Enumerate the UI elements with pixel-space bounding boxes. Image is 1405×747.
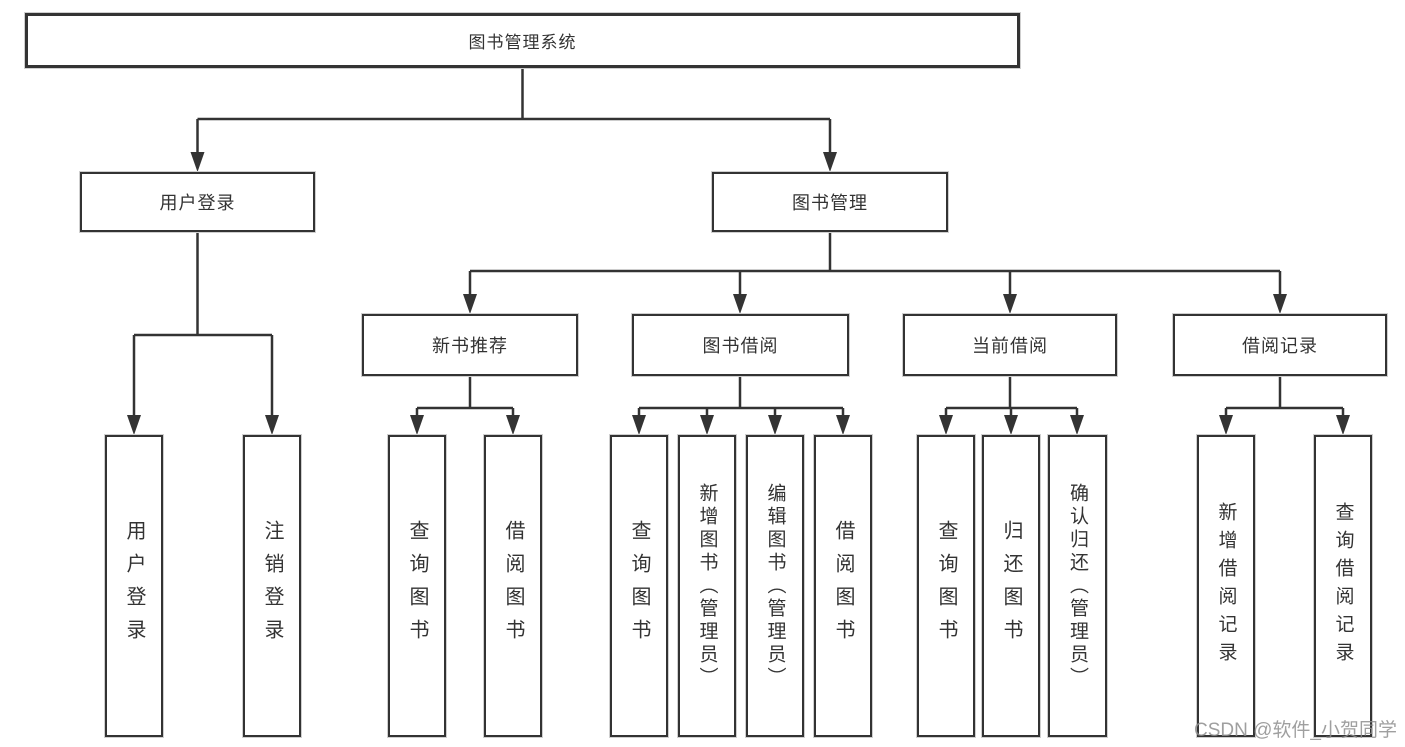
leaf-logout-label: 注销登录 <box>261 520 283 652</box>
leaf-edit-book-admin-label: 编辑图书（管理员） <box>764 482 786 690</box>
arrowheads <box>127 152 1350 435</box>
node-user-login: 用户登录 <box>80 172 315 232</box>
leaf-query-book-2-label: 查询图书 <box>628 520 650 652</box>
leaf-confirm-return-admin: 确认归还（管理员） <box>1048 435 1107 737</box>
connector-newbookrec-to-leaves <box>415 376 515 431</box>
leaf-return-book: 归还图书 <box>982 435 1040 737</box>
leaf-user-login: 用户登录 <box>105 435 163 737</box>
leaf-edit-book-admin: 编辑图书（管理员） <box>746 435 804 737</box>
leaf-logout: 注销登录 <box>243 435 301 737</box>
leaf-borrow-book-2: 借阅图书 <box>814 435 872 737</box>
node-current-borrow-label: 当前借阅 <box>972 336 1048 356</box>
leaf-borrow-book-1: 借阅图书 <box>484 435 542 737</box>
leaf-borrow-book-2-label: 借阅图书 <box>832 520 854 652</box>
leaf-add-book-admin-label: 新增图书（管理员） <box>696 482 718 690</box>
leaf-query-book-1: 查询图书 <box>388 435 446 737</box>
node-book-borrow: 图书借阅 <box>632 314 849 376</box>
connector-borrowrecord-to-leaves <box>1224 376 1345 431</box>
leaf-query-book-3: 查询图书 <box>917 435 975 737</box>
node-root: 图书管理系统 <box>25 13 1020 68</box>
leaf-query-borrow-record-label: 查询借阅记录 <box>1332 502 1354 670</box>
leaf-query-book-1-label: 查询图书 <box>406 520 428 652</box>
node-book-management: 图书管理 <box>712 172 948 232</box>
node-current-borrow: 当前借阅 <box>903 314 1117 376</box>
leaf-add-borrow-record: 新增借阅记录 <box>1197 435 1255 737</box>
connector-userlogin-to-leaves <box>132 232 274 431</box>
leaf-add-borrow-record-label: 新增借阅记录 <box>1215 502 1237 670</box>
leaf-confirm-return-admin-label: 确认归还（管理员） <box>1067 482 1088 690</box>
leaf-return-book-label: 归还图书 <box>1000 520 1022 652</box>
node-new-book-recommend-label: 新书推荐 <box>432 336 508 356</box>
leaf-add-book-admin: 新增图书（管理员） <box>678 435 736 737</box>
leaf-query-borrow-record: 查询借阅记录 <box>1314 435 1372 737</box>
leaf-borrow-book-1-label: 借阅图书 <box>502 520 524 652</box>
connector-root-to-level2 <box>196 68 832 168</box>
leaf-query-book-2: 查询图书 <box>610 435 668 737</box>
node-borrow-record-label: 借阅记录 <box>1242 336 1318 356</box>
leaf-user-login-label: 用户登录 <box>123 520 145 652</box>
leaf-query-book-3-label: 查询图书 <box>935 520 957 652</box>
node-user-login-label: 用户登录 <box>159 193 236 213</box>
connector-bookmgmt-to-level3 <box>468 232 1282 310</box>
connector-bookborrow-to-leaves <box>637 376 845 431</box>
node-book-management-label: 图书管理 <box>792 193 868 213</box>
node-root-label: 图书管理系统 <box>468 33 577 52</box>
node-borrow-record: 借阅记录 <box>1173 314 1387 376</box>
node-new-book-recommend: 新书推荐 <box>362 314 578 376</box>
node-book-borrow-label: 图书借阅 <box>702 336 779 356</box>
csdn-watermark: CSDN @软件_小贺同学 <box>1194 720 1397 741</box>
